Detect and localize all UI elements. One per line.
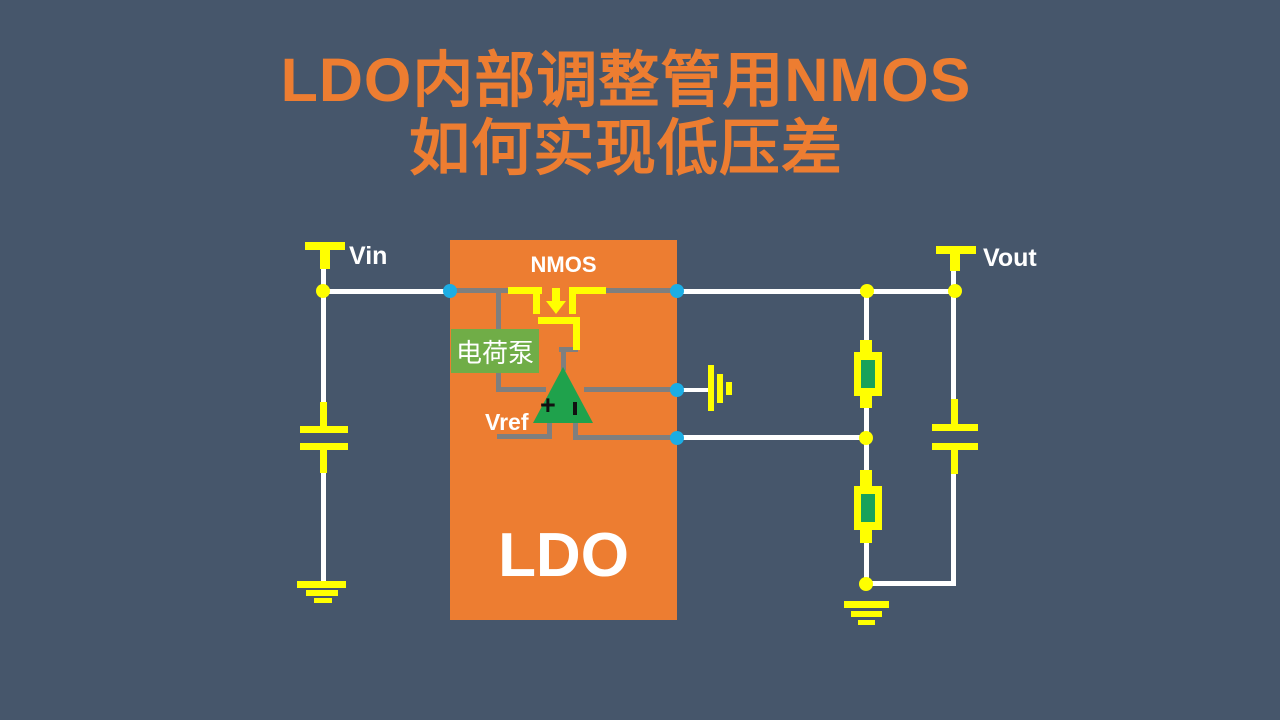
nmos-label: NMOS: [530, 252, 597, 277]
nmos-source-lead: [569, 287, 606, 294]
ground-bar: [851, 611, 882, 617]
wire: [864, 581, 956, 586]
ground-bar: [297, 581, 346, 588]
ground-bar: [844, 601, 889, 608]
junction-dot: [948, 284, 962, 298]
vout-label: Vout: [983, 244, 1037, 272]
charge-pump-label: 电荷泵: [451, 329, 539, 373]
cap-plate: [932, 443, 978, 450]
ground-bar: [314, 598, 332, 603]
resistor-lead: [860, 340, 872, 354]
wire: [321, 471, 326, 583]
resistor-lead: [860, 394, 872, 408]
nmos-gate-lead: [573, 322, 580, 350]
ground-bar: [726, 382, 732, 395]
wire: [951, 472, 956, 585]
nmos-drain-lead: [533, 287, 540, 314]
slide-title: LDO内部调整管用NMOS 如何实现低压差: [0, 46, 1252, 183]
wire: [321, 266, 326, 292]
vout-terminal-stem: [950, 246, 960, 271]
vref-label: Vref: [485, 409, 529, 435]
wire: [559, 347, 578, 352]
pin-node-dot: [443, 284, 457, 298]
wire: [677, 289, 957, 294]
wire: [584, 387, 677, 392]
title-line-2: 如何实现低压差: [408, 114, 843, 183]
wire: [864, 541, 869, 586]
resistor-lead: [860, 528, 872, 543]
pin-node-dot: [670, 284, 684, 298]
wire: [951, 291, 956, 401]
ground-bar: [717, 374, 723, 403]
junction-dot: [860, 284, 874, 298]
vin-terminal-stem: [320, 242, 330, 269]
pin-node-dot: [670, 383, 684, 397]
junction-dot: [316, 284, 330, 298]
ground-bar: [708, 365, 714, 411]
nmos-arrow-stem: [552, 288, 560, 304]
wire: [321, 291, 326, 404]
opamp-minus-sign: [573, 402, 577, 415]
ground-bar: [858, 620, 875, 625]
wire: [321, 289, 451, 294]
junction-dot: [859, 431, 873, 445]
nmos-arrow-icon: [546, 301, 566, 314]
resistor-core: [861, 360, 875, 388]
ldo-block-label: LDO: [498, 521, 629, 590]
pin-node-dot: [670, 431, 684, 445]
nmos-gate-bar: [538, 317, 580, 324]
nmos-drain-lead: [508, 287, 542, 294]
cap-lead: [951, 448, 958, 474]
wire: [547, 418, 552, 436]
wire: [497, 434, 552, 439]
opamp-triangle-icon: [533, 367, 593, 423]
wire: [951, 268, 956, 293]
title-line-1: LDO内部调整管用NMOS: [280, 46, 972, 114]
wire: [450, 288, 510, 293]
wire: [496, 387, 546, 392]
feedback-wire: [677, 435, 867, 440]
cap-lead: [320, 450, 327, 473]
nmos-source-lead: [569, 287, 576, 314]
wire: [573, 418, 578, 439]
wire: [573, 435, 677, 440]
vin-label: Vin: [349, 242, 388, 270]
opamp-plus-sign: +: [540, 390, 556, 420]
cap-plate: [300, 426, 348, 433]
wire: [864, 291, 869, 343]
cap-lead: [320, 402, 327, 428]
cap-plate: [932, 424, 978, 431]
wire: [605, 288, 677, 293]
wire: [561, 349, 566, 371]
junction-dot: [859, 577, 873, 591]
resistor-lead: [860, 470, 872, 488]
cap-plate: [300, 443, 348, 450]
cap-lead: [951, 399, 958, 426]
resistor-core: [861, 494, 875, 522]
ground-bar: [306, 590, 338, 596]
wire: [679, 388, 709, 392]
